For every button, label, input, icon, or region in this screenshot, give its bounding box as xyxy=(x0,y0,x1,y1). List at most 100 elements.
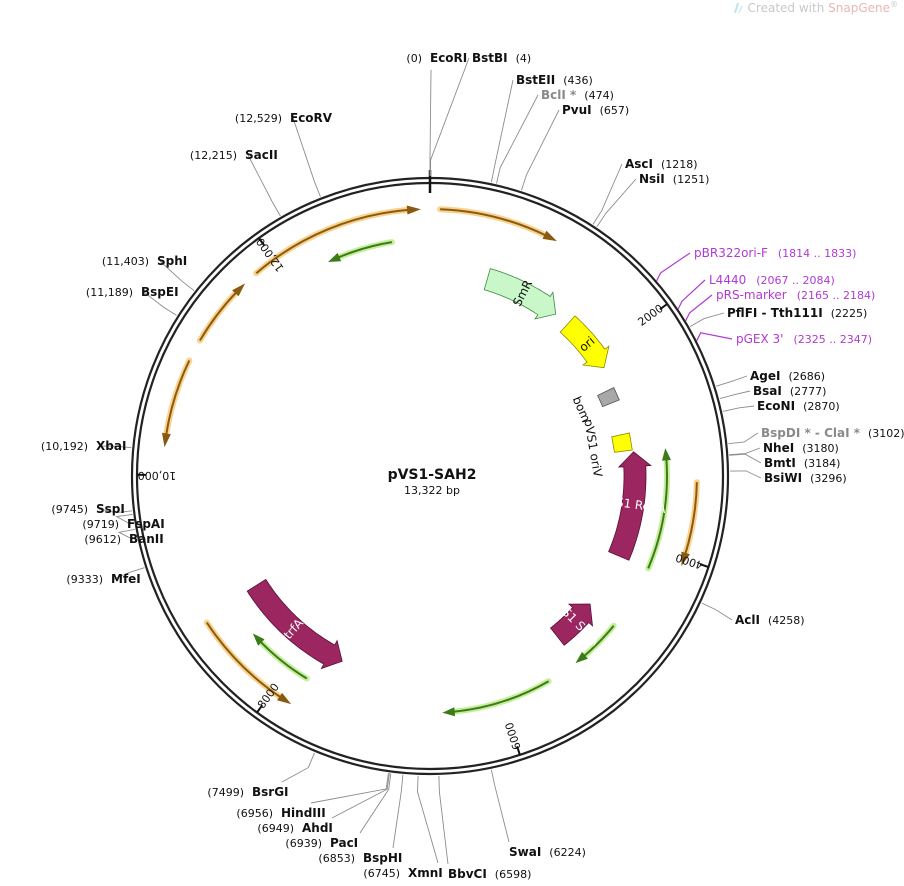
enzyme-bmti[interactable]: BmtI(3184) xyxy=(729,453,841,470)
enzyme-ecorv[interactable]: EcoRV(12,529) xyxy=(235,111,333,197)
enzyme-nsii-position: (1251) xyxy=(673,173,710,186)
scale-tick xyxy=(516,745,521,756)
enzyme-bsiwi-name: BsiWI xyxy=(764,471,802,485)
enzyme-econi-position: (2870) xyxy=(803,400,840,413)
enzyme-bcli-position: (474) xyxy=(584,89,614,102)
orange-orf-line xyxy=(683,482,698,556)
enzyme-hindiii-position: (6956) xyxy=(236,807,273,820)
enzyme-paci-name: PacI xyxy=(330,836,358,850)
enzyme-asci-position: (1218) xyxy=(661,158,698,171)
enzyme-mfei[interactable]: MfeI(9333) xyxy=(66,567,145,586)
enzyme-mfei-leader xyxy=(113,567,145,580)
enzyme-bsteii[interactable]: BstEII(436) xyxy=(490,73,593,183)
enzyme-nhei-leader xyxy=(729,447,761,456)
enzyme-banii-position: (9612) xyxy=(84,533,121,546)
enzyme-paci[interactable]: PacI(6939) xyxy=(285,773,392,850)
enzyme-bbvci[interactable]: BbvCI(6598) xyxy=(438,775,531,881)
enzyme-bsai[interactable]: BsaI (2777) xyxy=(719,384,827,400)
enzyme-bspei[interactable]: BspEI(11,189) xyxy=(86,285,179,316)
enzyme-ahdi[interactable]: AhdI(6949) xyxy=(257,773,390,835)
feature-pvs1-staa[interactable] xyxy=(549,603,594,646)
primer-pbr322ori-f[interactable]: pBR322ori-F(1814 .. 1833) xyxy=(656,246,857,282)
primer-layer: pBR322ori-F(1814 .. 1833)L4440(2067 .. 2… xyxy=(656,246,876,346)
enzyme-ecori-leader xyxy=(429,69,432,176)
enzyme-bsiwi-position: (3296) xyxy=(810,472,847,485)
enzyme-acli-name: AclI xyxy=(735,613,760,627)
enzyme-swai[interactable]: SwaI(6224) xyxy=(490,769,586,859)
primer-prs-marker[interactable]: pRS-marker(2165 .. 2184) xyxy=(685,288,876,322)
feature-trfa[interactable] xyxy=(246,578,343,670)
enzyme-bcli[interactable]: BclI * (474) xyxy=(496,88,614,184)
enzyme-xbai-name: XbaI xyxy=(96,439,126,453)
enzyme-bsphi[interactable]: BspHI(6853) xyxy=(318,774,404,865)
enzyme-pflfi[interactable]: PflFI - Tth111I(2225) xyxy=(689,306,867,327)
enzyme-pflfi-name: PflFI - Tth111I xyxy=(727,306,823,320)
scale-tick xyxy=(258,237,266,246)
enzyme-xmni[interactable]: XmnI(6745) xyxy=(363,775,443,880)
enzyme-bsrgi-position: (7499) xyxy=(207,786,244,799)
enzyme-nsii[interactable]: NsiI(1251) xyxy=(596,172,710,227)
branding-app: SnapGene xyxy=(828,1,890,15)
enzyme-bsai-name: BsaI xyxy=(753,384,782,398)
enzyme-bsai-position: (2777) xyxy=(790,385,827,398)
enzyme-ecori[interactable]: EcoRI(0) xyxy=(406,51,467,176)
enzyme-bspdi-leader xyxy=(728,432,759,445)
enzyme-bsai-leader xyxy=(719,390,751,400)
enzyme-acli[interactable]: AclI (4258) xyxy=(701,602,805,627)
enzyme-bspdi[interactable]: BspDI * - ClaI *(3102) xyxy=(728,426,904,445)
enzyme-acli-position: (4258) xyxy=(768,614,805,627)
snapgene-logo-icon xyxy=(733,3,743,13)
green-orf-arrowhead xyxy=(662,448,671,461)
scale-tick xyxy=(256,704,264,714)
enzyme-xmni-name: XmnI xyxy=(408,866,443,880)
enzyme-xbai[interactable]: XbaI(10,192) xyxy=(41,439,132,453)
enzyme-bmti-position: (3184) xyxy=(804,457,841,470)
feature-smr[interactable] xyxy=(483,268,557,320)
enzyme-fspai[interactable]: FspAI(9719) xyxy=(82,514,165,532)
orf-layer xyxy=(162,205,700,717)
orange-orf-line xyxy=(440,208,548,237)
feature-pvs1-oriv[interactable] xyxy=(611,432,633,453)
primer-pgex-3-[interactable]: pGEX 3'(2325 .. 2347) xyxy=(696,332,872,346)
enzyme-pvui[interactable]: PvuI(657) xyxy=(521,103,630,191)
primer-l4440[interactable]: L4440(2067 .. 2084) xyxy=(677,273,835,310)
feature-ori[interactable] xyxy=(559,315,610,369)
primer-pgex-3--name: pGEX 3' xyxy=(736,332,783,346)
enzyme-sacii-name: SacII xyxy=(245,148,278,162)
enzyme-sspi[interactable]: SspI(9745) xyxy=(51,502,133,516)
enzyme-bsrgi[interactable]: BsrGI(7499) xyxy=(207,752,315,799)
enzyme-sacii-position: (12,215) xyxy=(190,149,237,162)
enzyme-asci-leader xyxy=(592,163,623,225)
enzyme-bcli-name: BclI * xyxy=(541,88,577,102)
green-orf-arrowhead xyxy=(328,252,342,262)
enzyme-bsrgi-leader xyxy=(281,752,315,783)
enzyme-banii[interactable]: BanII(9612) xyxy=(84,528,164,546)
green-orf-arrowhead xyxy=(252,633,265,646)
enzyme-bstbi[interactable]: BstBI(4) xyxy=(430,51,532,176)
primer-l4440-leader xyxy=(677,279,706,310)
enzyme-sphi[interactable]: SphI(11,403) xyxy=(102,254,195,292)
enzyme-sacii[interactable]: SacII (12,215) xyxy=(190,148,281,217)
enzyme-bspdi-position: (3102) xyxy=(868,427,904,440)
enzyme-layer: EcoRI(0)BstBI(4)BstEII(436)BclI * (474)Pv… xyxy=(41,51,904,881)
enzyme-asci[interactable]: AscI(1218) xyxy=(592,157,698,225)
primer-pbr322ori-f-name: pBR322ori-F xyxy=(694,246,768,260)
feature-pvs1-repa[interactable] xyxy=(608,451,652,561)
enzyme-hindiii-name: HindIII xyxy=(281,806,326,820)
enzyme-bsiwi[interactable]: BsiWI (3296) xyxy=(729,470,847,485)
feature-bom[interactable] xyxy=(597,387,620,408)
enzyme-nhei[interactable]: NheI(3180) xyxy=(729,441,839,456)
enzyme-agei[interactable]: AgeI(2686) xyxy=(716,369,825,387)
enzyme-fspai-leader xyxy=(115,514,133,525)
orange-orf-glow xyxy=(163,357,193,439)
orange-orf-arrowhead xyxy=(542,230,557,242)
enzyme-ahdi-position: (6949) xyxy=(257,822,294,835)
enzyme-hindiii[interactable]: HindIII (6956) xyxy=(236,773,389,820)
enzyme-bstbi-leader xyxy=(430,57,470,176)
enzyme-econi[interactable]: EcoNI(2870) xyxy=(722,399,840,413)
enzyme-ecori-name: EcoRI xyxy=(430,51,467,65)
enzyme-bsteii-position: (436) xyxy=(563,74,593,87)
enzyme-mfei-position: (9333) xyxy=(66,573,103,586)
primer-l4440-name: L4440 xyxy=(709,273,746,287)
enzyme-banii-leader xyxy=(117,528,135,540)
